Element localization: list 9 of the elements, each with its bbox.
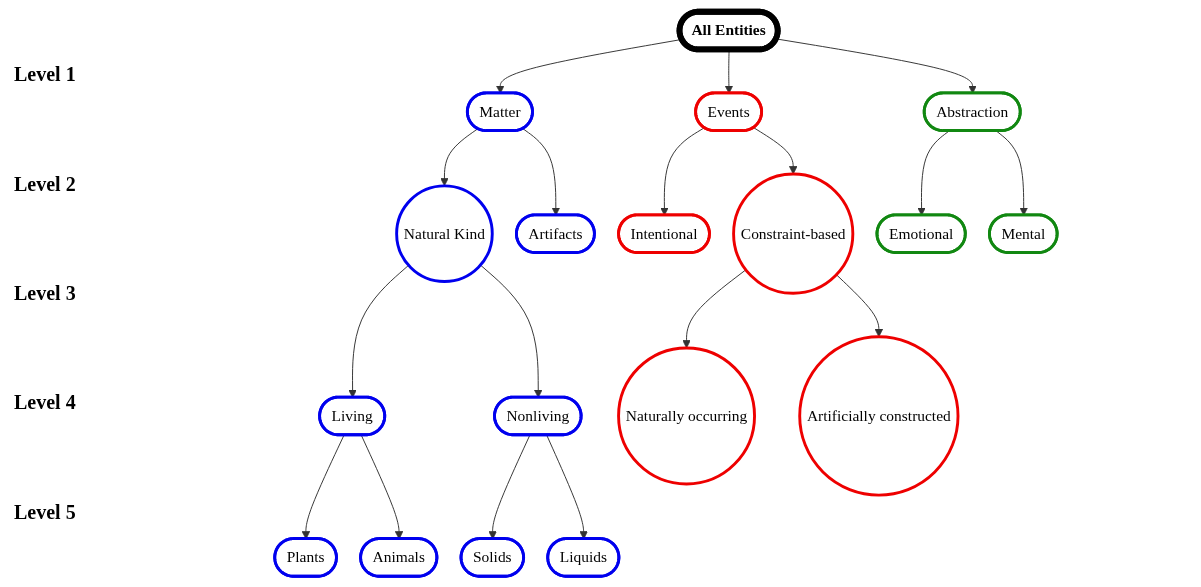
node-circle: Constraint-based xyxy=(731,172,854,295)
level-label: Level 2 xyxy=(13,172,77,196)
node-circle: Artificially constructed xyxy=(797,334,960,497)
node-circle: Naturally occurring xyxy=(616,346,756,485)
node-circle: Natural Kind xyxy=(394,183,494,283)
level-label: Level 3 xyxy=(13,281,77,305)
level-label: Level 4 xyxy=(13,391,77,415)
level-label: Level 1 xyxy=(13,63,77,87)
level-label: Level 5 xyxy=(13,500,77,524)
